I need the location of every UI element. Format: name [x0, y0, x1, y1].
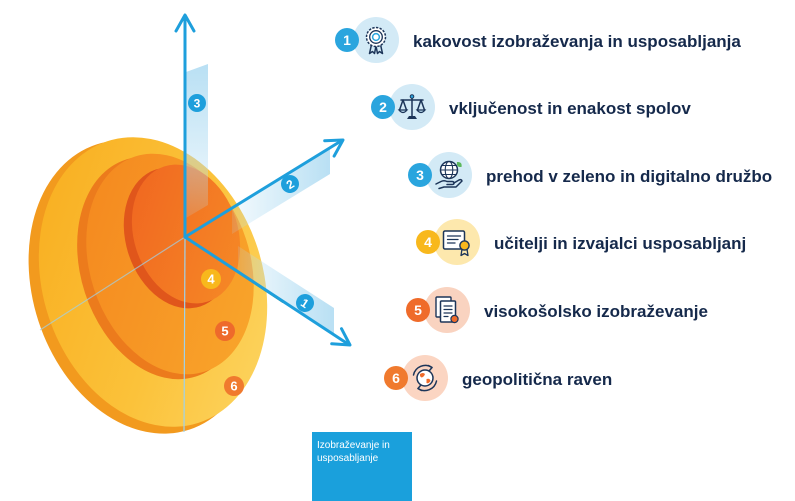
scales-icon	[397, 94, 427, 119]
axis-2-arrow	[183, 138, 345, 239]
legend-label: kakovost izobraževanja in usposabljanja	[413, 32, 741, 51]
guide-line-down	[183, 236, 186, 433]
disk-5-marker: 5	[215, 321, 235, 341]
legend-icon-bubble	[402, 355, 448, 401]
legend-label: vključenost in enakost spolov	[449, 99, 691, 118]
axis-1-arrow	[183, 235, 352, 347]
axis-2-marker: 2	[281, 175, 299, 193]
disk-4-marker: 4	[201, 269, 221, 289]
legend-icon-bubble	[424, 287, 470, 333]
legend-item-geopolitical: 6 geopolitična raven	[384, 355, 612, 401]
axis-3-panel	[186, 64, 208, 218]
legend-number-badge: 3	[408, 163, 432, 187]
disk-5-marker-label: 5	[221, 324, 228, 339]
axis-3-marker: 3	[188, 94, 206, 112]
axis-1-marker-circle	[296, 294, 314, 312]
legend-icon-bubble	[389, 84, 435, 130]
dimensions-diagram: 3 2 1 4 5 6	[28, 13, 352, 434]
legend-label: prehod v zeleno in digitalno družbo	[486, 167, 773, 186]
axis-2-marker-circle	[281, 175, 299, 193]
legend-item-teachers: 4 učitelji in izvajalci usposabljanj	[416, 219, 746, 265]
axis-3-marker-label: 3	[194, 97, 201, 111]
axis-3-marker-circle	[188, 94, 206, 112]
legend-number-badge: 6	[384, 366, 408, 390]
award-icon	[365, 26, 387, 55]
legend-label: visokošolsko izobraževanje	[484, 302, 708, 321]
education-training-tile-label: Izobraževanje in usposabljanje	[317, 440, 390, 464]
legend-number-badge: 1	[335, 28, 359, 52]
legend-number-badge: 4	[416, 230, 440, 254]
legend-label: učitelji in izvajalci usposabljanj	[494, 234, 747, 253]
legend-number-badge: 5	[406, 298, 430, 322]
axis-1-marker: 1	[296, 294, 314, 312]
disk-4-marker-label: 4	[207, 272, 215, 287]
legend-item-quality: 1 kakovost izobraževanja in usposabljanj…	[335, 17, 741, 63]
legend-number-badge: 2	[371, 95, 395, 119]
axis-3-arrow	[174, 13, 196, 239]
disk-5-marker-circle	[215, 321, 235, 341]
disk-4-marker-circle	[201, 269, 221, 289]
disk-6-marker: 6	[224, 376, 244, 396]
documents-icon	[435, 296, 459, 324]
legend-icon-bubble	[353, 17, 399, 63]
axis-1-panel	[238, 246, 334, 334]
globe-arrows-icon	[412, 364, 438, 392]
legend-item-inclusion: 2 vključenost in enakost spolov	[371, 84, 691, 130]
guide-line-left	[39, 236, 186, 331]
legend-icon-bubble	[426, 152, 472, 198]
disk-6-marker-circle	[224, 376, 244, 396]
legend-label: geopolitična raven	[462, 370, 613, 389]
legend-icon-bubble	[434, 219, 480, 265]
axis-2-panel	[232, 148, 330, 234]
education-training-tile[interactable]: Izobraževanje in usposabljanje	[312, 432, 412, 501]
legend-item-green-digital: 3 prehod v zeleno in digitalno družbo	[408, 152, 772, 198]
globe-hand-icon	[435, 160, 463, 190]
legend-item-higher-education: 5 visokošolsko izobraževanje	[406, 287, 708, 333]
certificate-icon	[442, 230, 470, 257]
disk-6-marker-label: 6	[230, 379, 237, 394]
